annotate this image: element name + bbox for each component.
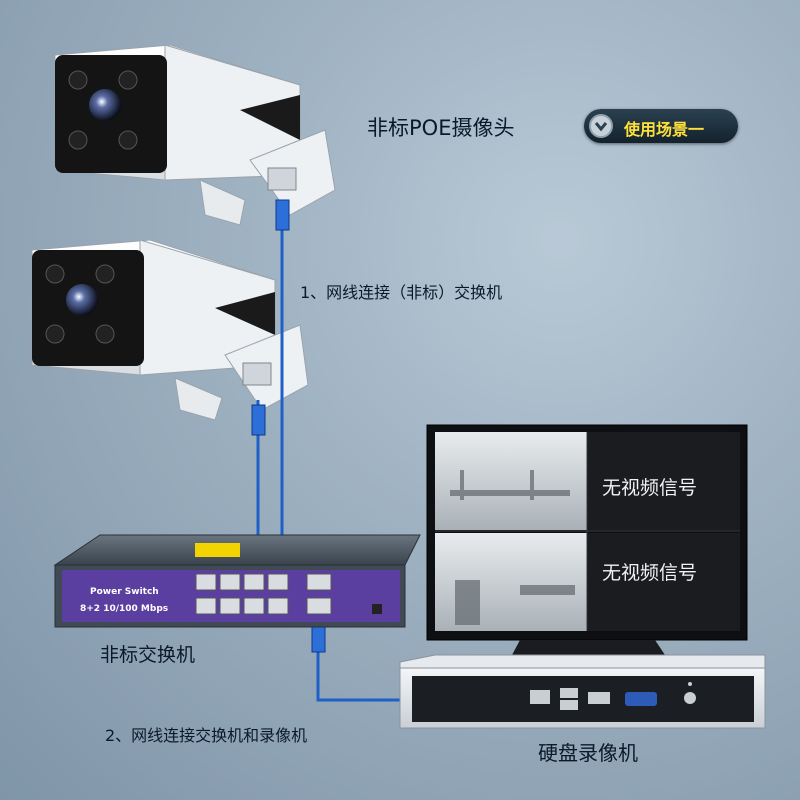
nvr-title: 硬盘录像机 xyxy=(538,741,638,765)
camera-2 xyxy=(31,239,309,421)
no-signal-text-top: 无视频信号 xyxy=(602,477,698,499)
nvr-recorder xyxy=(399,654,766,729)
step2-label: 2、网线连接交换机和录像机 xyxy=(105,726,308,745)
switch-brand-label: Power Switch xyxy=(90,587,159,597)
step1-label: 1、网线连接（非标）交换机 xyxy=(300,283,503,302)
poe-switch xyxy=(53,534,421,628)
scene-one-button[interactable]: 使用场景一 xyxy=(584,109,738,143)
chevron-down-icon xyxy=(589,114,613,138)
monitor xyxy=(426,424,748,655)
no-signal-text-bottom: 无视频信号 xyxy=(602,562,698,584)
switch-title: 非标交换机 xyxy=(100,644,196,666)
scene-one-label: 使用场景一 xyxy=(624,120,705,139)
switch-spec-label: 8+2 10/100 Mbps xyxy=(80,604,169,614)
camera-1 xyxy=(54,44,336,226)
camera-title: 非标POE摄像头 xyxy=(367,116,515,140)
